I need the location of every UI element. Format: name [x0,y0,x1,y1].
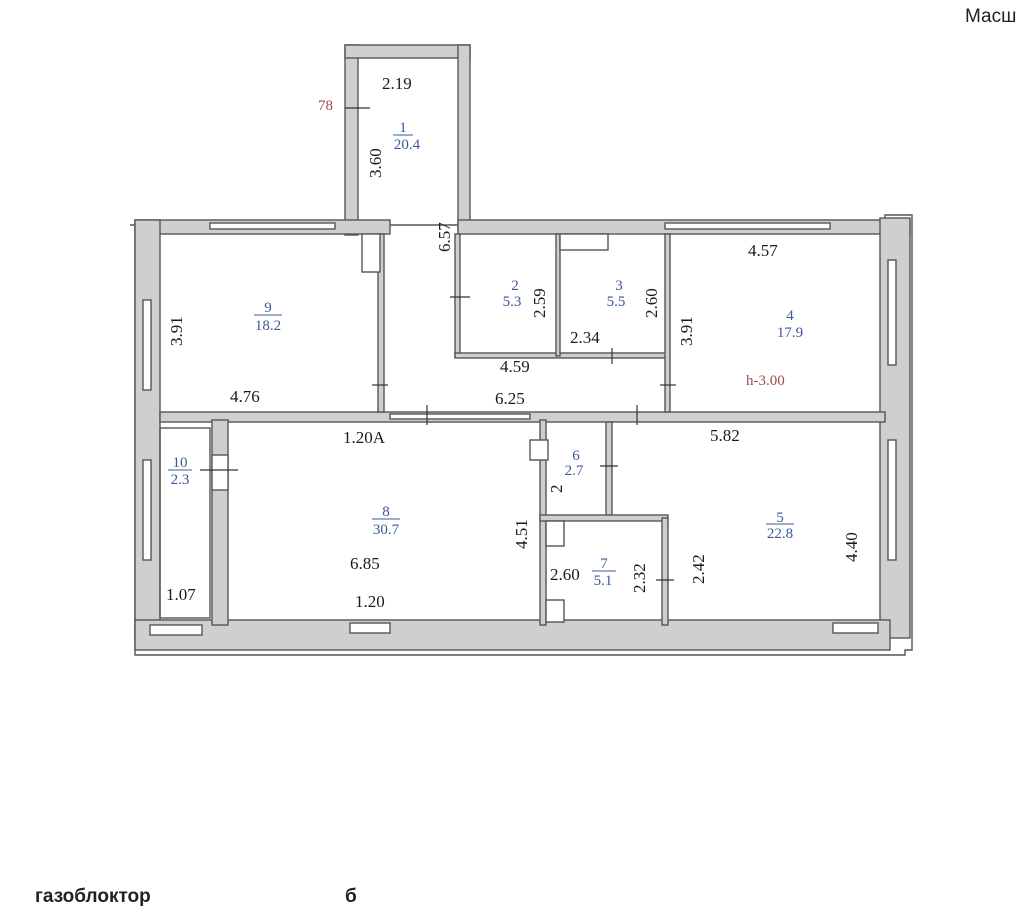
room-9-label: 9 18.2 [254,300,282,334]
room-10-label: 10 2.3 [168,455,192,488]
svg-text:1: 1 [399,120,407,136]
svg-text:5.82: 5.82 [710,426,740,445]
svg-text:2.19: 2.19 [382,74,412,93]
room-5-label: 5 22.8 [766,510,794,542]
room-3-label: 3 5.5 [607,278,626,310]
svg-text:8: 8 [382,504,390,520]
svg-text:5.3: 5.3 [503,294,522,310]
svg-text:1.20A: 1.20A [343,428,386,447]
svg-text:20.4: 20.4 [394,137,421,153]
footer-second-label: б [345,886,357,907]
svg-text:6: 6 [572,448,580,464]
svg-text:22.8: 22.8 [767,526,793,542]
room-2-label: 2 5.3 [503,278,522,310]
walls [130,44,913,656]
room-6-label: 6 2.7 [565,448,584,479]
svg-text:3: 3 [615,278,623,294]
svg-text:4.59: 4.59 [500,357,530,376]
dimension-labels: 2.19 3.60 6.57 2.59 2.60 2.34 4.59 6.25 … [166,74,861,611]
svg-text:2.7: 2.7 [565,463,584,479]
svg-text:6.25: 6.25 [495,389,525,408]
svg-text:3.91: 3.91 [677,316,696,346]
svg-text:4.51: 4.51 [512,519,531,549]
svg-text:5.5: 5.5 [607,294,626,310]
ceiling-height: h-3.00 [746,373,785,389]
svg-text:2.42: 2.42 [689,554,708,584]
room-1-label: 1 20.4 [393,120,421,153]
room-7-label: 7 5.1 [592,556,616,589]
svg-text:2.32: 2.32 [630,563,649,593]
svg-text:2.34: 2.34 [570,328,600,347]
door-ticks [200,107,676,581]
svg-text:10: 10 [173,455,188,471]
svg-text:6.85: 6.85 [350,554,380,573]
svg-text:30.7: 30.7 [373,522,400,538]
svg-text:4: 4 [786,308,794,324]
svg-text:3.91: 3.91 [167,316,186,346]
svg-text:7: 7 [600,556,608,572]
svg-text:2: 2 [511,278,519,294]
svg-text:1.20: 1.20 [355,592,385,611]
svg-text:6.57: 6.57 [435,222,454,252]
svg-text:5: 5 [776,510,784,526]
svg-text:1.07: 1.07 [166,585,196,604]
svg-text:2.60: 2.60 [642,288,661,318]
svg-text:2.3: 2.3 [171,472,190,488]
svg-text:5.1: 5.1 [594,573,613,589]
svg-text:3.60: 3.60 [366,148,385,178]
room-8-label: 8 30.7 [372,504,400,538]
svg-text:4.40: 4.40 [842,532,861,562]
svg-text:2.59: 2.59 [530,288,549,318]
window-mark: 78 [318,98,333,114]
svg-text:4.76: 4.76 [230,387,260,406]
svg-text:18.2: 18.2 [255,318,281,334]
scale-label: Масш [965,6,1017,27]
svg-text:2.60: 2.60 [550,565,580,584]
svg-text:2: 2 [547,485,566,494]
svg-text:4.57: 4.57 [748,241,778,260]
svg-text:9: 9 [264,300,272,316]
svg-text:17.9: 17.9 [777,325,803,341]
room-4-label: 4 17.9 [777,308,803,341]
